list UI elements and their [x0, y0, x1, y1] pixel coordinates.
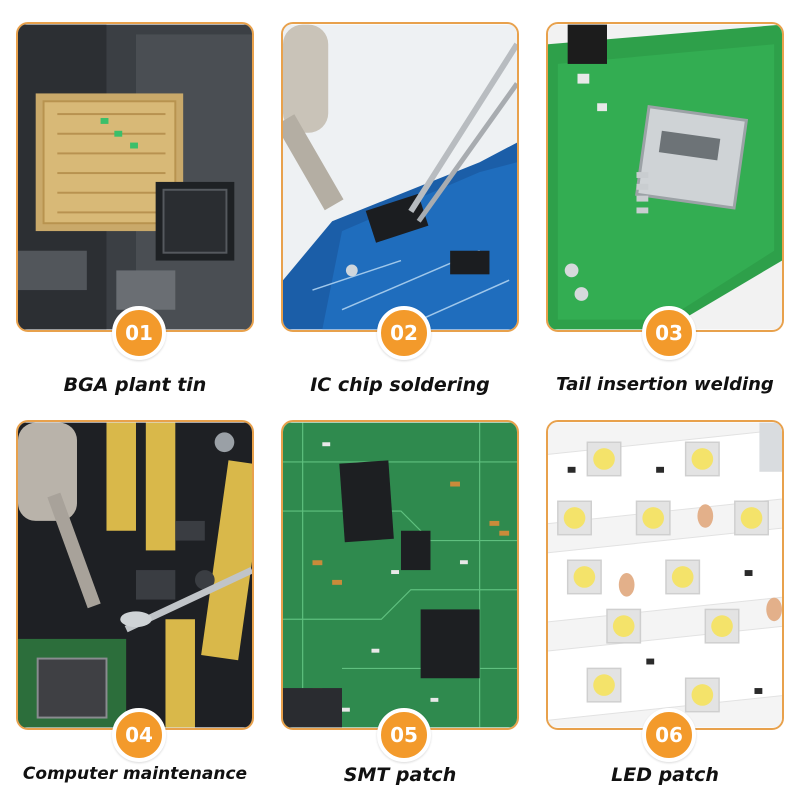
step-badge-01: 01 [112, 306, 166, 360]
step-badge-06: 06 [642, 708, 696, 762]
ic-soldering-image [283, 24, 517, 330]
caption-ic-chip-soldering: IC chip soldering [310, 374, 490, 396]
photo-smt-patch [281, 420, 519, 730]
led-strip-image [548, 422, 782, 728]
step-badge-05: 05 [377, 708, 431, 762]
caption-computer-maintenance: Computer maintenance [22, 764, 248, 784]
caption-smt-patch: SMT patch [343, 764, 457, 786]
photo-computer-maintenance [16, 420, 254, 730]
bga-board-image [18, 24, 252, 330]
photo-ic-chip-soldering [281, 22, 519, 332]
step-badge-04: 04 [112, 708, 166, 762]
caption-bga-plant-tin: BGA plant tin [63, 374, 207, 396]
photo-tail-insertion-welding [546, 22, 784, 332]
usb-port-board-image [548, 24, 782, 330]
motherboard-image [18, 422, 252, 728]
caption-tail-insertion-welding: Tail insertion welding [556, 374, 774, 395]
photo-led-patch [546, 420, 784, 730]
smt-board-image [283, 422, 517, 728]
caption-led-patch: LED patch [611, 764, 719, 786]
step-badge-02: 02 [377, 306, 431, 360]
photo-bga-plant-tin [16, 22, 254, 332]
step-badge-03: 03 [642, 306, 696, 360]
